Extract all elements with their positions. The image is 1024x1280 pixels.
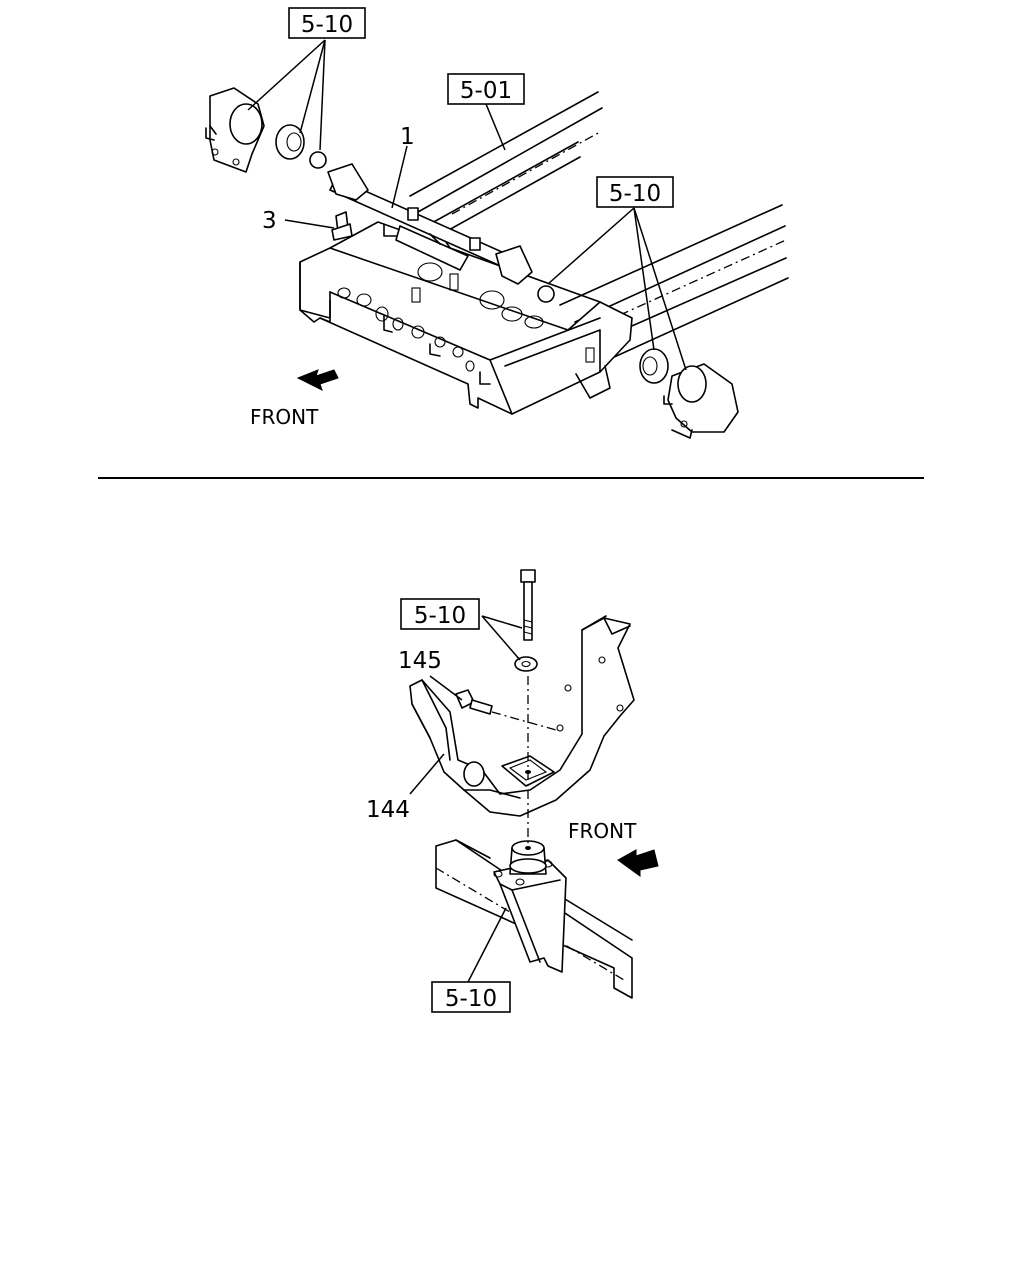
mount-bolt xyxy=(514,569,538,848)
front-arrow-icon xyxy=(296,369,339,391)
right-mount-bracket xyxy=(537,285,739,439)
front-label-top: FRONT xyxy=(250,405,319,429)
ref-label-5-10-upper: 5-10 xyxy=(414,603,466,629)
side-bolt-145 xyxy=(455,689,557,731)
front-arrow-icon-bottom xyxy=(617,849,659,877)
frame-rails xyxy=(409,91,789,359)
engine-mount-bracket xyxy=(409,615,635,817)
ref-label-5-10-lower: 5-10 xyxy=(445,986,497,1012)
ref-box-5-10-top-left xyxy=(288,7,366,39)
part-number-144: 144 xyxy=(366,797,410,823)
part-number-1: 1 xyxy=(400,124,415,150)
bolt-3 xyxy=(331,211,353,241)
frame-bracket xyxy=(493,859,567,973)
front-label-bottom: FRONT xyxy=(568,819,637,843)
ref-label-5-10-top-left: 5-10 xyxy=(301,12,353,38)
part-number-3: 3 xyxy=(262,208,277,234)
bottom-assembly-view: 5-10 5-10 145 144 FRONT xyxy=(366,569,659,1013)
top-assembly-view: 5-10 5-01 5-10 1 3 FRONT xyxy=(205,7,789,439)
ref-box-5-10-lower xyxy=(431,981,511,1013)
left-mount-bracket xyxy=(205,87,327,173)
rubber-mount xyxy=(509,840,547,875)
part-number-145: 145 xyxy=(398,648,442,674)
ref-label-5-10-top-right: 5-10 xyxy=(609,181,661,207)
ref-box-5-10-top-right xyxy=(596,176,674,208)
ref-box-5-10-upper xyxy=(400,598,480,630)
stabilizer-shaft xyxy=(327,163,533,285)
ref-box-5-01 xyxy=(447,73,525,105)
ref-label-5-01: 5-01 xyxy=(460,78,512,104)
